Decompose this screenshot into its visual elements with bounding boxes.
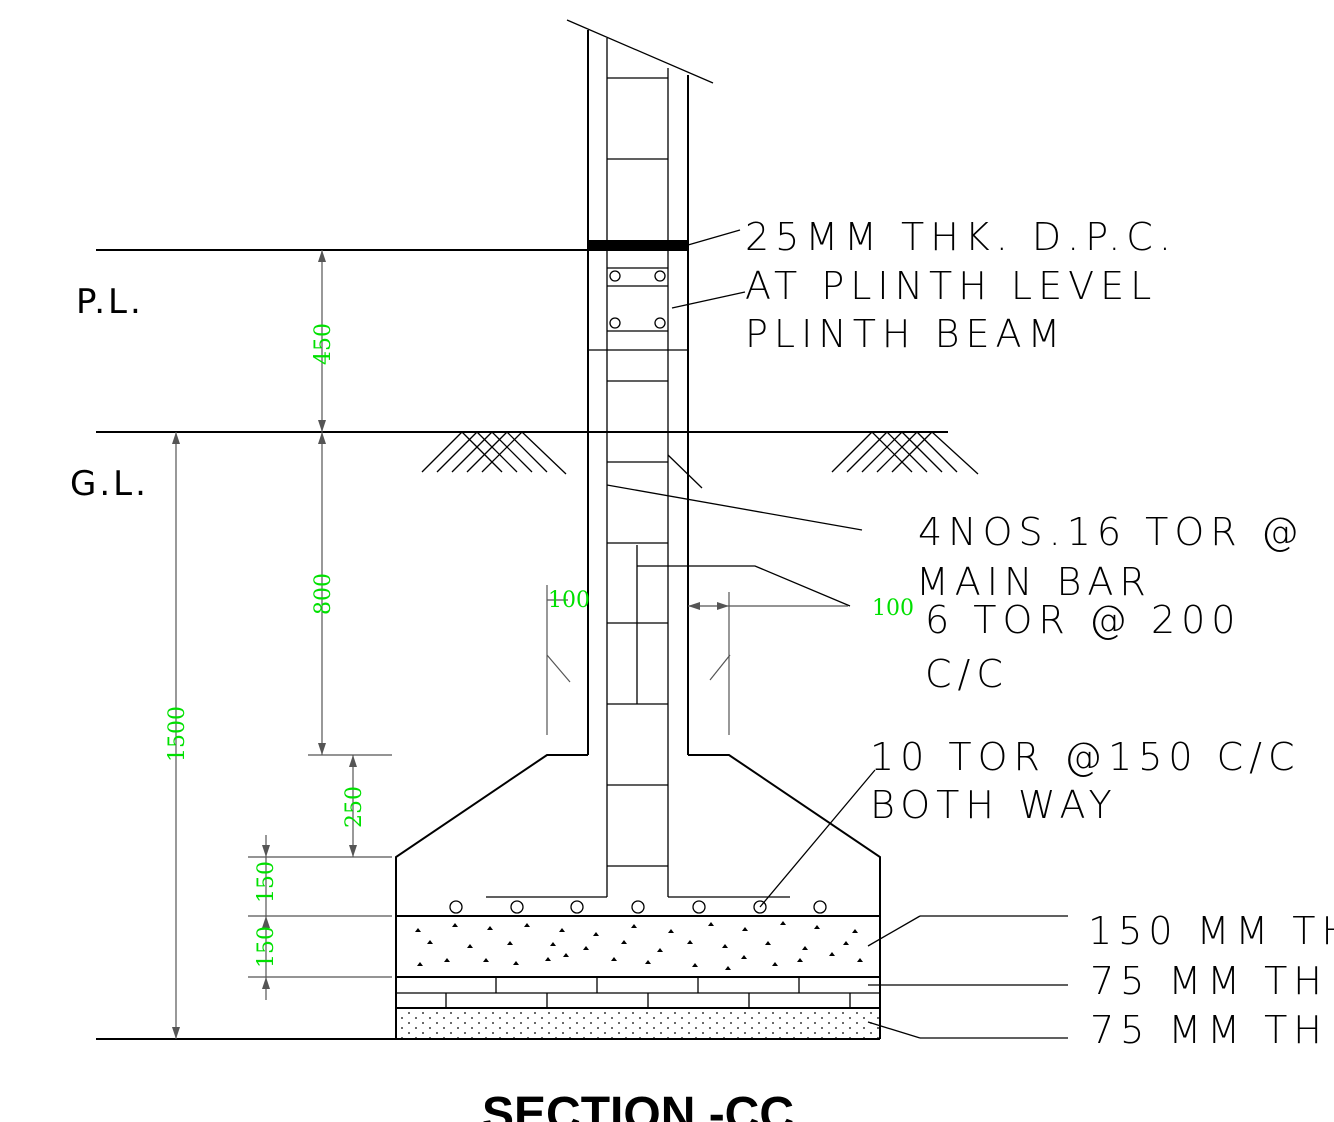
dim-150-upper: 150 bbox=[254, 861, 279, 903]
label-gl: G.L. bbox=[70, 464, 149, 504]
label-layer-2: 75 MM TH bbox=[1090, 959, 1328, 1003]
dim-800: 800 bbox=[311, 573, 336, 615]
leader-lines bbox=[606, 229, 1068, 1039]
label-stirrup-2: C/C bbox=[925, 652, 1009, 696]
label-plinth-beam: PLINTH BEAM bbox=[745, 312, 1066, 356]
dpc-layer bbox=[588, 240, 688, 251]
label-dpc-2: AT PLINTH LEVEL bbox=[745, 264, 1157, 308]
label-pl: P.L. bbox=[76, 282, 144, 322]
footing-bars bbox=[449, 900, 827, 914]
column bbox=[566, 19, 714, 897]
label-footing-bar-1: 10 TOR @150 C/C bbox=[870, 735, 1301, 779]
earth-hatch-left bbox=[421, 431, 567, 475]
pcc-aggregate bbox=[415, 921, 863, 970]
dimension-lines bbox=[172, 250, 848, 1039]
dim-450: 450 bbox=[311, 323, 336, 365]
label-footing-bar-2: BOTH WAY bbox=[870, 783, 1118, 827]
label-layer-3: 75 MM TH bbox=[1090, 1008, 1328, 1052]
label-dpc-1: 25MM THK. D.P.C. bbox=[745, 215, 1177, 259]
dim-100-left: 100 bbox=[548, 588, 590, 613]
label-main-bar-1: 4NOS.16 TOR @ bbox=[918, 510, 1305, 554]
dim-100-right: 100 bbox=[872, 596, 914, 621]
plinth-beam bbox=[607, 267, 668, 332]
brick-joints bbox=[445, 977, 851, 1008]
dim-250: 250 bbox=[342, 786, 367, 828]
dim-1500: 1500 bbox=[165, 706, 190, 762]
earth-hatch-right bbox=[831, 431, 979, 475]
label-main-bar-2: MAIN BAR bbox=[916, 560, 1152, 604]
section-title: SECTION -CC bbox=[482, 1088, 794, 1122]
footing bbox=[395, 754, 881, 1040]
sand-layer bbox=[397, 1009, 879, 1038]
label-stirrup-1: 6 TOR @ 200 bbox=[925, 598, 1241, 642]
label-layer-1: 150 MM TH bbox=[1088, 909, 1334, 953]
dim-150-lower: 150 bbox=[254, 926, 279, 968]
